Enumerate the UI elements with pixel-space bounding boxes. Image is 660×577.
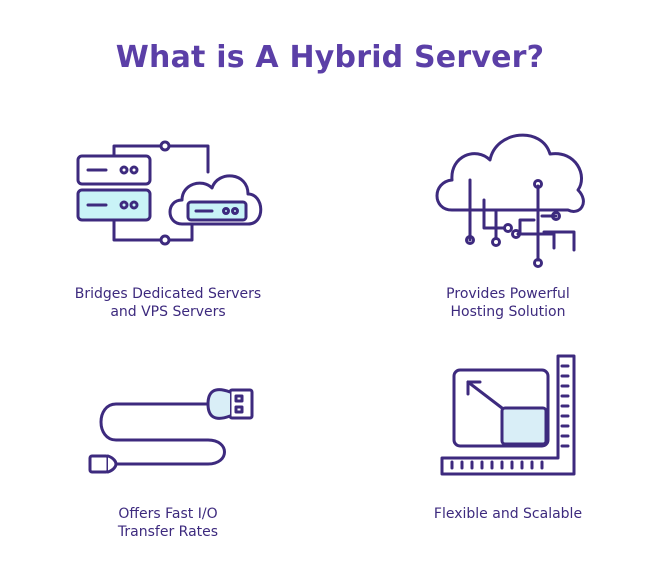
server-cloud-icon xyxy=(72,138,272,248)
usb-cable-icon xyxy=(84,380,264,480)
feature-caption-3: Offers Fast I/O Transfer Rates xyxy=(117,506,219,540)
resize-window-icon xyxy=(438,352,580,478)
feature-caption-1: Bridges Dedicated Servers and VPS Server… xyxy=(74,286,262,320)
cloud-circuit-icon xyxy=(430,120,590,270)
feature-caption-4: Flexible and Scalable xyxy=(433,506,583,522)
feature-caption-2: Provides Powerful Hosting Solution xyxy=(446,286,570,320)
page-title: What is A Hybrid Server? xyxy=(115,40,545,75)
